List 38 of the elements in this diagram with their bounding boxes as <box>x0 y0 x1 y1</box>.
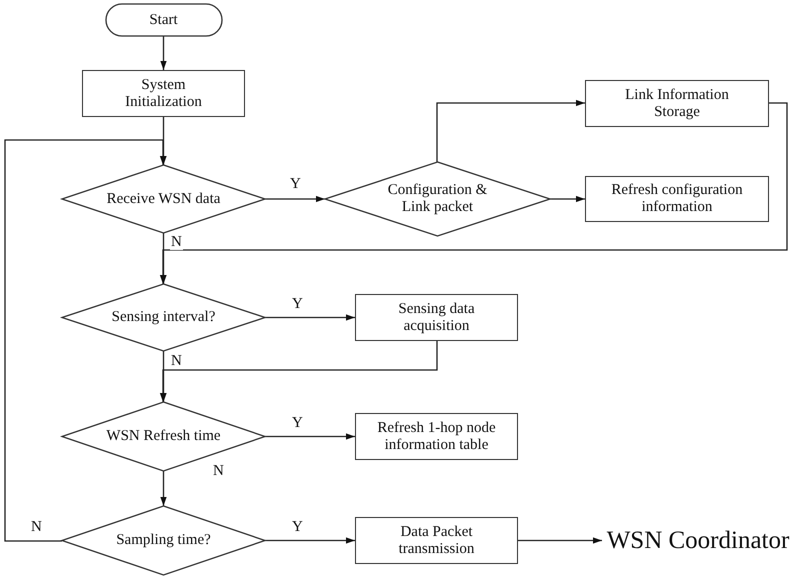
process-box <box>585 176 769 222</box>
node-label: Sensing interval? <box>112 309 216 326</box>
process-box <box>355 413 518 460</box>
node-label: Receive WSN data <box>106 190 220 208</box>
arrow <box>265 314 355 321</box>
node-label: Link Information Storage <box>624 86 730 120</box>
node-label: Refresh configuration information <box>610 182 744 216</box>
arrow <box>518 537 602 544</box>
node-label: System Initialization <box>124 76 203 110</box>
arrow <box>265 537 355 544</box>
decision-diamond <box>325 162 550 236</box>
process-box <box>82 70 245 117</box>
arrow <box>160 102 788 284</box>
arrow <box>160 351 167 402</box>
node-label: WSN Refresh time <box>106 428 221 445</box>
arrow <box>550 196 585 202</box>
process-box <box>355 294 518 341</box>
process-box <box>585 80 769 127</box>
node-label: Refresh 1-hop node information table <box>376 420 497 454</box>
decision-diamond <box>62 284 265 351</box>
node-label: Sensing data acquisition <box>397 300 476 334</box>
edge-label: N <box>170 234 183 250</box>
arrow <box>160 36 167 70</box>
node-label: Sampling time? <box>116 532 211 549</box>
decision-diamond <box>62 165 265 233</box>
arrow <box>160 117 167 165</box>
decision-diamond <box>62 506 265 575</box>
arrow <box>436 100 585 162</box>
node-label: Start <box>149 12 178 28</box>
arrow <box>265 196 325 202</box>
arrow <box>160 341 438 402</box>
node-label: WSN Coordinator <box>606 526 790 554</box>
arrow <box>265 433 355 440</box>
arrow <box>160 471 167 506</box>
node-label: Data Packet transmission <box>398 524 476 558</box>
arrow <box>160 233 167 284</box>
node-label: Configuration & Link packet <box>386 182 488 216</box>
process-box <box>355 517 518 564</box>
